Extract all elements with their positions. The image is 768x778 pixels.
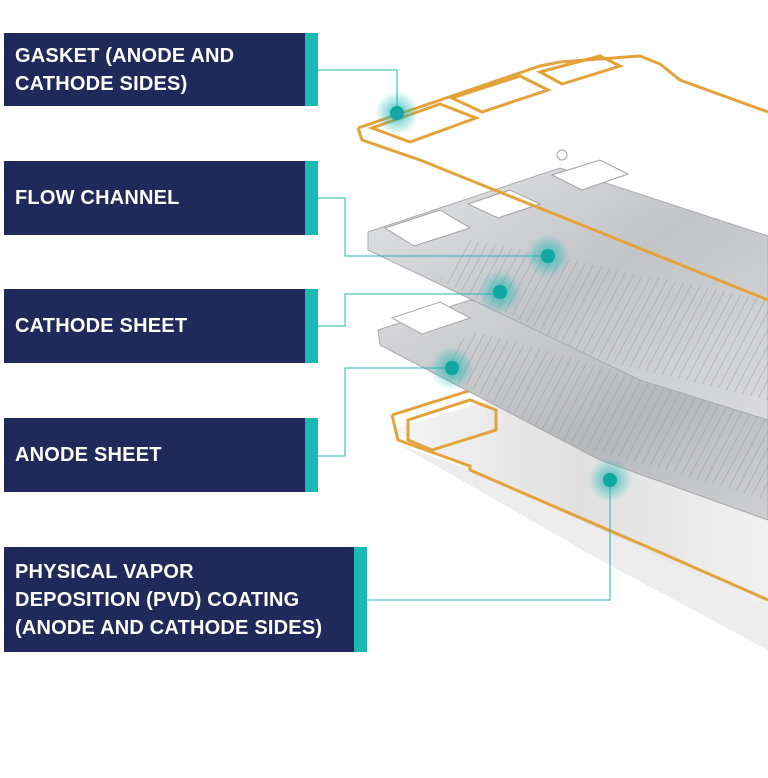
label-anode-sheet: ANODE SHEET (4, 418, 318, 492)
label-accent-bar (305, 33, 318, 106)
marker-anode-sheet (430, 346, 474, 390)
label-accent-bar (305, 161, 318, 235)
marker-flow-channel (526, 234, 570, 278)
label-accent-bar (305, 289, 318, 363)
label-gasket: GASKET (ANODE AND CATHODE SIDES) (4, 33, 318, 106)
label-cathode-sheet: CATHODE SHEET (4, 289, 318, 363)
label-flow-channel-text: FLOW CHANNEL (15, 187, 180, 209)
marker-cathode-sheet (478, 270, 522, 314)
marker-gasket (375, 91, 419, 135)
label-accent-bar (354, 547, 367, 652)
label-gasket-text: GASKET (ANODE AND CATHODE SIDES) (15, 44, 235, 95)
label-cathode-sheet-text: CATHODE SHEET (15, 315, 188, 337)
label-accent-bar (305, 418, 318, 492)
leader-lines (318, 69, 611, 601)
label-anode-sheet-text: ANODE SHEET (15, 444, 162, 466)
label-pvd-coating: PHYSICAL VAPOR DEPOSITION (PVD) COATING … (4, 547, 367, 652)
label-pvd-coating-text: PHYSICAL VAPOR DEPOSITION (PVD) COATING … (15, 560, 323, 639)
marker-pvd-coating (588, 458, 632, 502)
label-flow-channel: FLOW CHANNEL (4, 161, 318, 235)
cathode-sheet-plate (367, 149, 768, 421)
